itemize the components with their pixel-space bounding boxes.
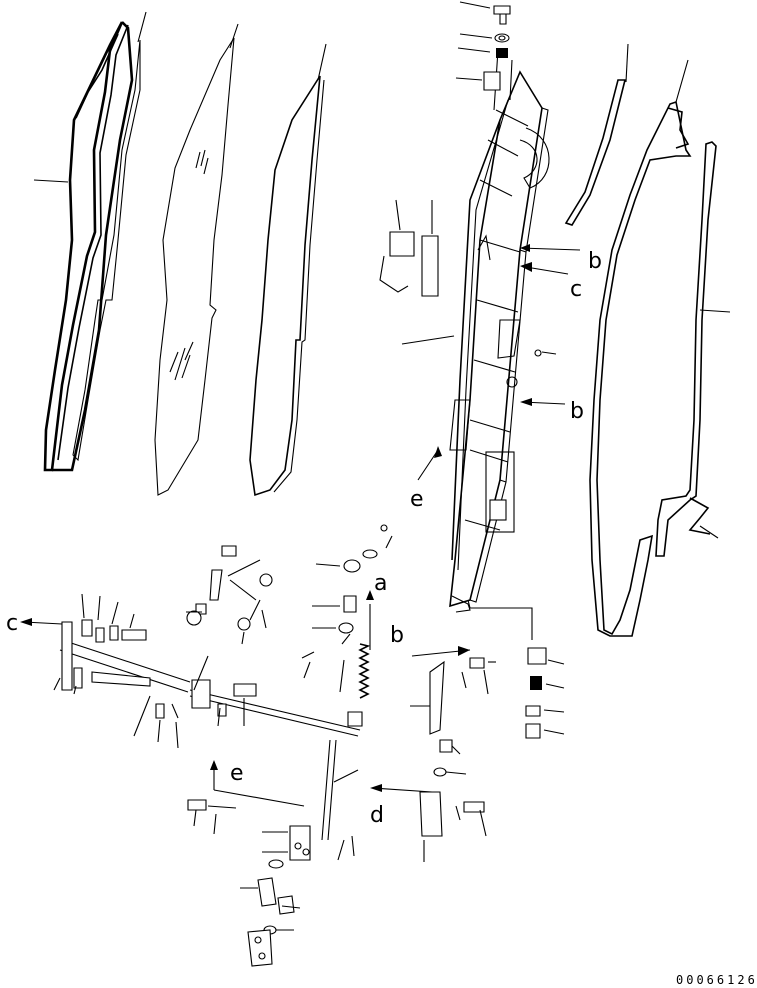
callout-a-spring: a: [374, 571, 387, 596]
door-outer-seal: [589, 59, 731, 637]
callout-e-lower: e: [230, 761, 244, 786]
callout-b-upper: b: [588, 249, 602, 274]
drawing-code: 00066126: [676, 973, 757, 987]
control-rod: [59, 639, 361, 841]
handle-assembly: [379, 199, 491, 345]
callout-c-upper: c: [570, 277, 582, 302]
weather-strip: [564, 43, 629, 226]
latch-body: [337, 784, 487, 862]
callout-c-left: c: [6, 611, 18, 636]
callout-d-lower: d: [370, 803, 384, 828]
window-glass: [154, 37, 235, 496]
b-plate: [410, 646, 496, 777]
leader-lines-panels: [33, 11, 327, 183]
inner-glass-pane: [72, 39, 141, 462]
frame-bottom-bracket: [467, 599, 565, 739]
door-frame: [449, 49, 550, 613]
left-bracket: [20, 593, 179, 749]
latch-linkage: [186, 545, 273, 727]
callout-b-lower: b: [390, 623, 404, 648]
window-seal-frame: [43, 21, 134, 472]
top-hardware-stack: [455, 1, 511, 91]
callout-b-mid: b: [570, 399, 584, 424]
callout-arrows-frame: [417, 244, 581, 481]
callout-labels: b c b e a c b e d: [6, 249, 602, 828]
callout-e-frame: e: [410, 487, 424, 512]
lower-linkage: [187, 760, 359, 967]
spring-column: [301, 524, 393, 727]
outer-glass-seal: [249, 75, 325, 497]
